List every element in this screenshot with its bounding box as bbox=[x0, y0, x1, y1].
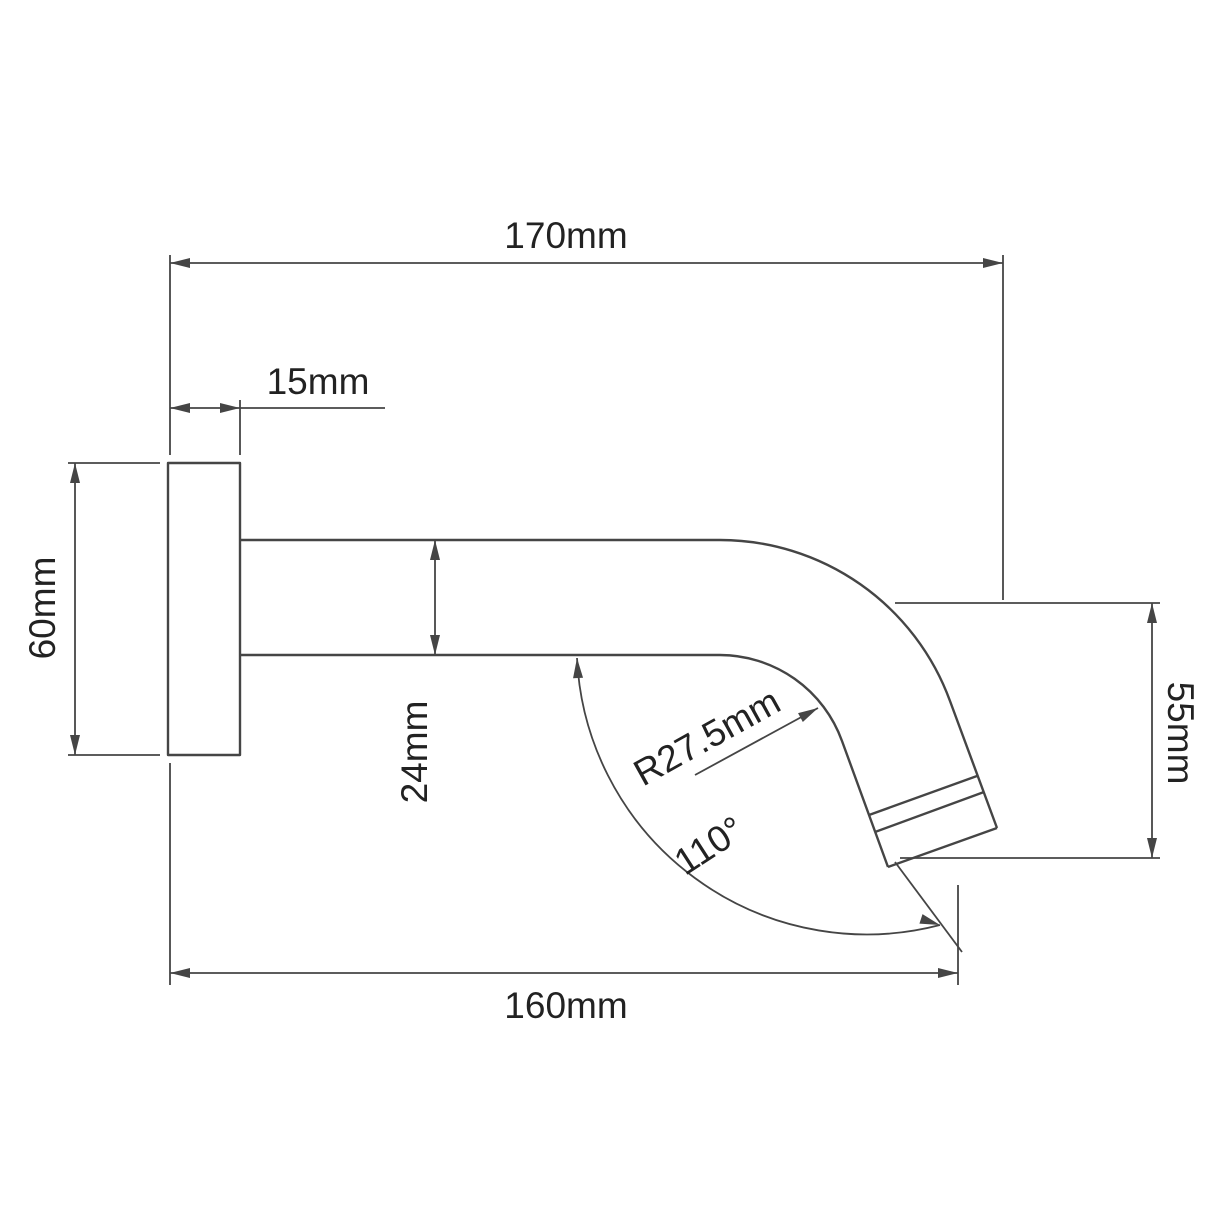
arrowhead bbox=[220, 403, 240, 413]
flange-outline bbox=[166, 461, 242, 757]
arrowhead bbox=[798, 708, 818, 722]
arrowhead bbox=[170, 258, 190, 268]
spout-tip-face bbox=[887, 826, 998, 869]
arrowhead bbox=[430, 540, 440, 560]
arrowhead bbox=[430, 635, 440, 655]
dim-flange-height: 60mm bbox=[22, 462, 160, 756]
arrowhead bbox=[573, 658, 584, 679]
arrowhead bbox=[70, 735, 80, 755]
arrowhead bbox=[919, 914, 940, 925]
dim-label-outlet-drop: 55mm bbox=[1160, 682, 1201, 785]
radius-leader-line bbox=[694, 707, 819, 776]
arrowhead bbox=[70, 463, 80, 483]
dim-label-pipe-diameter: 24mm bbox=[394, 701, 435, 804]
arrowhead bbox=[983, 258, 1003, 268]
arrowhead bbox=[1147, 838, 1157, 858]
pipe-inner-edge bbox=[240, 653, 890, 868]
arrowhead bbox=[1147, 603, 1157, 623]
arrowhead bbox=[170, 403, 190, 413]
dim-label-bottom-width: 160mm bbox=[504, 985, 627, 1026]
spout-body bbox=[166, 461, 999, 869]
angle-leg-line bbox=[894, 861, 963, 953]
dim-label-spout-angle: 110° bbox=[667, 808, 751, 883]
arrowhead bbox=[170, 968, 190, 978]
dim-label-flange-depth: 15mm bbox=[267, 361, 370, 402]
pipe-outer-edge bbox=[240, 538, 999, 829]
arrowhead bbox=[938, 968, 958, 978]
dim-top-width: 170mm bbox=[169, 215, 1004, 600]
dim-bottom-width: 160mm bbox=[169, 763, 959, 1026]
angle-arc bbox=[576, 657, 941, 936]
aerator-band-line-2 bbox=[868, 774, 978, 817]
dim-label-top-width: 170mm bbox=[504, 215, 627, 256]
dim-pipe-diameter: 24mm bbox=[394, 540, 440, 803]
dim-label-flange-height: 60mm bbox=[22, 557, 63, 660]
dim-flange-depth: 15mm bbox=[170, 361, 385, 455]
aerator-band-line-1 bbox=[874, 790, 985, 834]
dim-outlet-drop: 55mm bbox=[895, 602, 1201, 859]
dim-bend-radius: R27.5mm bbox=[627, 680, 819, 794]
